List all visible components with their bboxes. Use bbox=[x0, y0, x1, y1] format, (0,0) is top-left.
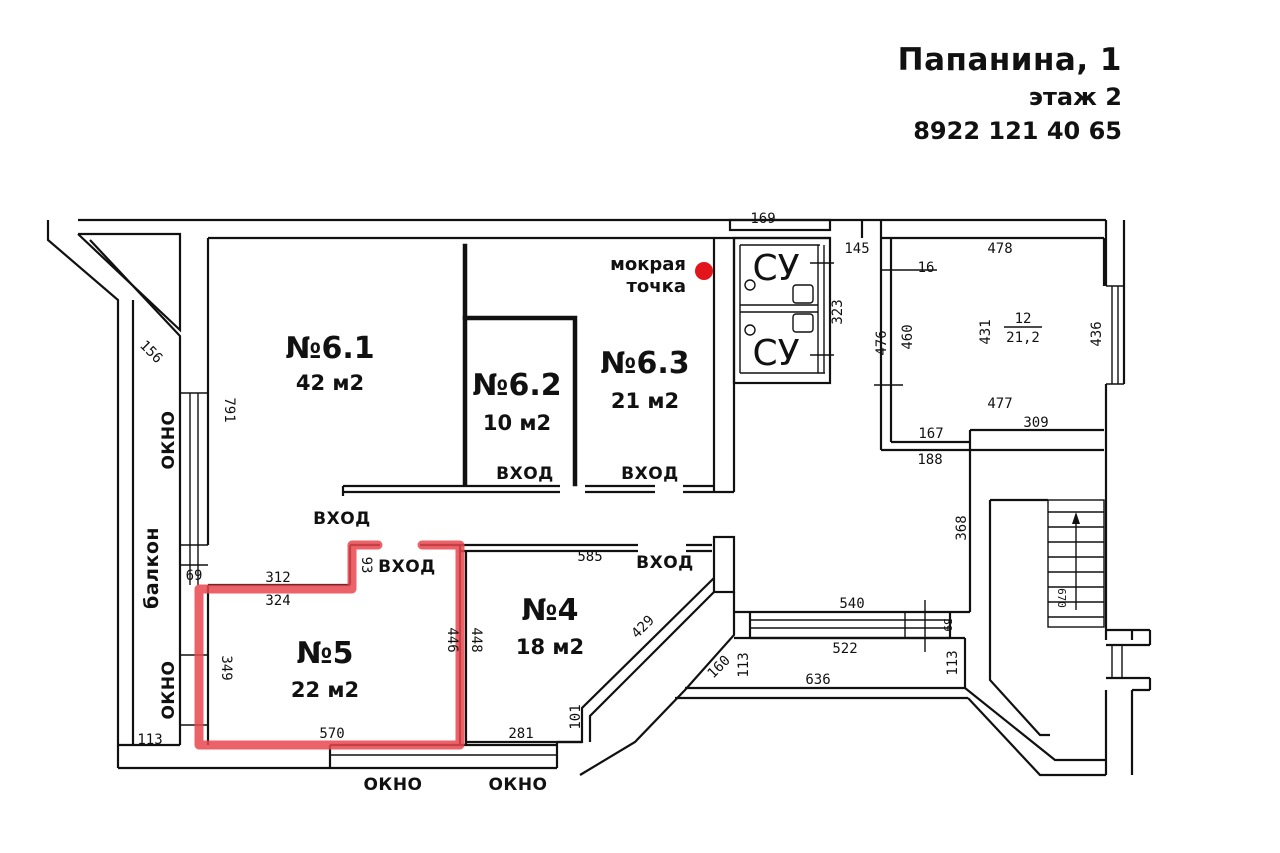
room-number: №6.3 bbox=[600, 346, 689, 381]
room-area: 42 м2 bbox=[296, 371, 364, 395]
staircase bbox=[1047, 499, 1105, 628]
dim-522: 522 bbox=[832, 641, 857, 657]
dim-436: 436 bbox=[1089, 321, 1105, 346]
dim-312: 312 bbox=[265, 570, 290, 586]
room-6-2[interactable]: №6.2 10 м2 bbox=[472, 368, 561, 435]
room-5[interactable]: №5 22 м2 bbox=[291, 636, 359, 702]
window-left-2: ОКНО bbox=[159, 660, 179, 719]
room-number: №6.2 bbox=[472, 368, 561, 403]
listing-header: Папанина, 1 этаж 2 8922 121 40 65 bbox=[898, 40, 1122, 148]
dim-113-right: 113 bbox=[945, 650, 961, 675]
dim-160: 160 bbox=[705, 653, 734, 682]
dim-636: 636 bbox=[805, 672, 830, 688]
dim-349: 349 bbox=[218, 655, 234, 680]
room-area: 22 м2 bbox=[291, 678, 359, 702]
room-5-highlight bbox=[194, 540, 465, 750]
bathroom-label-2: СУ bbox=[752, 333, 799, 374]
dim-791: 791 bbox=[221, 397, 237, 422]
dim-145: 145 bbox=[844, 241, 869, 257]
wet-point-label-1: мокрая bbox=[610, 254, 686, 275]
dim-460: 460 bbox=[900, 324, 916, 349]
dim-323: 323 bbox=[830, 299, 846, 324]
room-area: 18 м2 bbox=[516, 635, 584, 659]
room-4[interactable]: №4 18 м2 bbox=[516, 593, 584, 659]
dim-570: 570 bbox=[319, 726, 344, 742]
phone-number: 8922 121 40 65 bbox=[913, 117, 1122, 145]
floor-label: этаж 2 bbox=[1028, 83, 1122, 111]
wet-point-marker bbox=[695, 262, 713, 280]
dim-169: 169 bbox=[750, 211, 775, 227]
dim-113-left: 113 bbox=[137, 732, 162, 748]
room-12-number: 12 bbox=[1015, 311, 1032, 327]
dim-448: 448 bbox=[468, 627, 484, 652]
entrance-4: ВХОД bbox=[636, 553, 694, 573]
window-bottom-1: ОКНО bbox=[363, 775, 422, 795]
dim-281: 281 bbox=[508, 726, 533, 742]
entrance-6-3: ВХОД bbox=[621, 464, 679, 484]
dim-540: 540 bbox=[839, 596, 864, 612]
room-6-3[interactable]: №6.3 21 м2 bbox=[600, 346, 689, 413]
balcony-label: балкон bbox=[141, 527, 163, 609]
room-area: 21 м2 bbox=[611, 389, 679, 413]
dim-188: 188 bbox=[917, 452, 942, 468]
dim-585: 585 bbox=[577, 549, 602, 565]
window-bottom-2: ОКНО bbox=[488, 775, 547, 795]
room-12: 12 21,2 bbox=[1004, 311, 1042, 346]
dim-69: 69 bbox=[186, 568, 203, 584]
dim-59: 59 bbox=[941, 618, 954, 631]
room-6-1[interactable]: №6.1 42 м2 bbox=[285, 331, 374, 395]
dim-167: 167 bbox=[918, 426, 943, 442]
room-number: №6.1 bbox=[285, 331, 374, 366]
dim-93: 93 bbox=[358, 557, 374, 574]
dim-476: 476 bbox=[874, 330, 890, 355]
dim-431: 431 bbox=[978, 319, 994, 344]
dim-368: 368 bbox=[954, 515, 970, 540]
entrance-5: ВХОД bbox=[378, 557, 436, 577]
dim-309: 309 bbox=[1023, 415, 1048, 431]
entrance-6-1: ВХОД bbox=[313, 509, 371, 529]
dim-446: 446 bbox=[444, 627, 460, 652]
room-number: №4 bbox=[522, 593, 579, 628]
dim-113-mid: 113 bbox=[736, 652, 752, 677]
room-area: 10 м2 bbox=[483, 411, 551, 435]
room-number: №5 bbox=[297, 636, 354, 671]
address: Папанина, 1 bbox=[897, 42, 1122, 78]
stairs-arrow-icon bbox=[1072, 512, 1080, 524]
dim-478: 478 bbox=[987, 241, 1012, 257]
dim-477: 477 bbox=[987, 396, 1012, 412]
dim-101: 101 bbox=[568, 704, 584, 729]
dim-156: 156 bbox=[136, 338, 165, 367]
dim-324: 324 bbox=[265, 593, 290, 609]
dim-16: 16 bbox=[918, 260, 935, 276]
window-left-1: ОКНО bbox=[159, 410, 179, 469]
dim-670: 670 bbox=[1055, 588, 1068, 608]
wet-point-label-2: точка bbox=[626, 276, 686, 297]
entrance-6-2: ВХОД bbox=[496, 464, 554, 484]
room-12-area: 21,2 bbox=[1006, 330, 1040, 346]
bathroom-label-1: СУ bbox=[752, 248, 799, 289]
